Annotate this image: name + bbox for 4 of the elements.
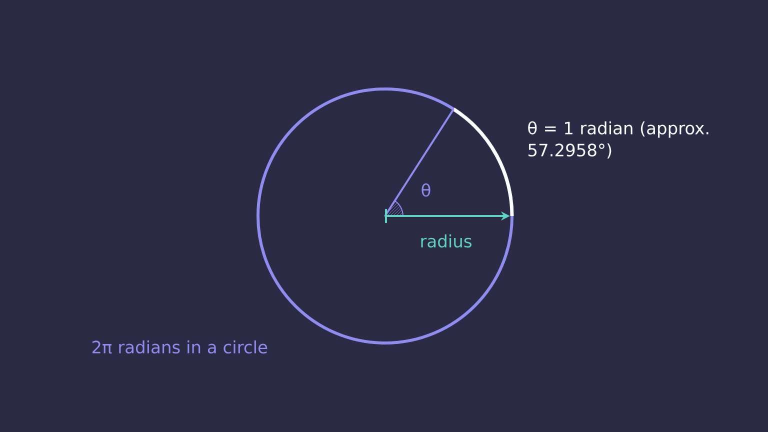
dimension-label: radius: [421, 234, 472, 248]
angle-label: θ: [422, 183, 430, 197]
annotation-text: θ = 1 radian (approx. 57.2958°): [528, 121, 708, 158]
caption-text: 2π radians in a circle: [92, 340, 268, 354]
